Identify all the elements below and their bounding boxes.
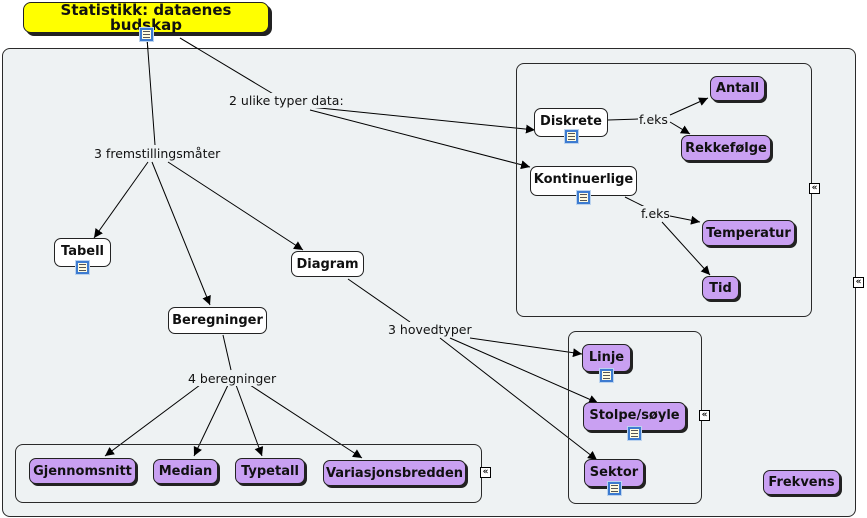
document-icon[interactable]: [576, 190, 591, 205]
node-linje[interactable]: Linje: [582, 344, 631, 372]
node-rekkefolge[interactable]: Rekkefølge: [681, 135, 771, 161]
document-icon[interactable]: [599, 368, 614, 383]
node-kontinuerlige[interactable]: Kontinuerlige: [530, 166, 637, 196]
document-icon[interactable]: [564, 129, 579, 144]
collapse-main-group-icon[interactable]: «: [853, 277, 864, 288]
collapse-data-types-icon[interactable]: «: [809, 183, 820, 194]
node-tid[interactable]: Tid: [702, 276, 739, 300]
link-label-fremstillingsmater: 3 fremstillingsmåter: [94, 146, 221, 161]
link-label-feks-diskrete: f.eks: [639, 112, 668, 127]
node-antall[interactable]: Antall: [710, 76, 765, 101]
document-icon[interactable]: [627, 426, 642, 441]
node-beregninger[interactable]: Beregninger: [168, 307, 267, 334]
document-icon[interactable]: [139, 27, 154, 42]
link-label-ulike-typer: 2 ulike typer data:: [229, 93, 344, 108]
link-label-beregninger: 4 beregninger: [188, 371, 277, 386]
node-stolpe-soyle[interactable]: Stolpe/søyle: [583, 402, 686, 431]
node-gjennomsnitt[interactable]: Gjennomsnitt: [29, 458, 136, 484]
link-label-feks-kontinuerlige: f.eks: [641, 206, 670, 221]
node-temperatur[interactable]: Temperatur: [702, 220, 795, 246]
document-icon[interactable]: [75, 260, 90, 275]
collapse-chart-types-icon[interactable]: «: [699, 410, 710, 421]
node-diagram[interactable]: Diagram: [291, 251, 364, 277]
node-frekvens[interactable]: Frekvens: [763, 470, 840, 495]
link-label-hovedtyper: 3 hovedtyper: [388, 322, 472, 337]
node-variasjonsbredden[interactable]: Variasjonsbredden: [323, 460, 466, 486]
node-typetall[interactable]: Typetall: [235, 458, 305, 484]
node-median[interactable]: Median: [153, 459, 218, 484]
document-icon[interactable]: [607, 481, 622, 496]
collapse-calculations-icon[interactable]: «: [480, 467, 491, 478]
